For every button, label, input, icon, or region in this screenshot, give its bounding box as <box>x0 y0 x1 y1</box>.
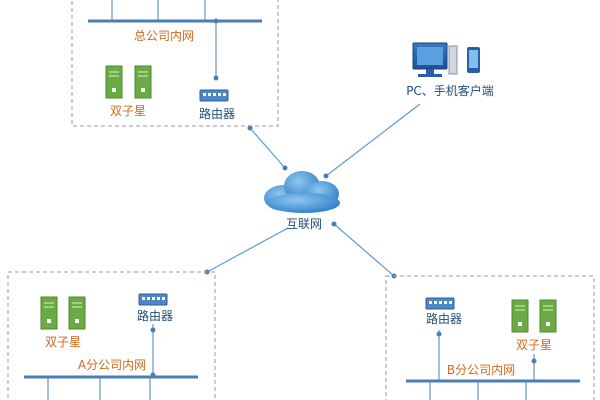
hq-dashed-border <box>71 0 279 127</box>
branch-b-router-label: 路由器 <box>426 311 462 326</box>
branch-b-servers <box>511 299 557 333</box>
smartphone-icon <box>467 47 480 73</box>
connection-dot <box>213 75 219 81</box>
desktop-pc-icon <box>412 42 458 77</box>
branch-b-lan-label: B分公司内网 <box>447 363 515 377</box>
connection-dot <box>247 125 253 131</box>
cloud-icon <box>264 171 340 213</box>
clients-group: PC、手机客户端 <box>406 42 494 98</box>
branch-a-router-label: 路由器 <box>137 308 173 323</box>
hq-network-group: 总公司内网 双子星 <box>71 0 279 127</box>
connection-dot <box>331 221 337 227</box>
router-icon <box>138 293 168 306</box>
link-internet-branch-a <box>206 227 289 273</box>
server-icon <box>134 65 152 99</box>
hq-lan-label: 总公司内网 <box>134 29 194 43</box>
branch-a-network-group: 双子星 路由器 A分公司内网 <box>7 271 216 400</box>
connection-dot <box>531 358 537 364</box>
connection-dot <box>323 173 329 179</box>
branch-b-network-group: 路由器 双子星 B分公司内网 <box>385 275 595 400</box>
branch-b-server-label: 双子星 <box>516 338 552 352</box>
router-icon <box>199 89 229 102</box>
branch-a-server-label: 双子星 <box>45 335 81 349</box>
link-hq-internet <box>249 127 286 169</box>
branch-b-dashed-border <box>385 275 595 400</box>
internet-label: 互联网 <box>286 217 322 231</box>
server-icon <box>68 296 86 330</box>
connection-dot <box>282 165 288 171</box>
connection-dot <box>150 327 156 333</box>
hq-servers <box>105 65 152 99</box>
hq-router-label: 路由器 <box>199 106 235 121</box>
router-icon <box>425 297 455 310</box>
server-icon <box>40 296 58 330</box>
connection-dot <box>436 331 442 337</box>
link-internet-branch-b <box>333 223 395 277</box>
link-internet-clients <box>325 103 421 177</box>
branch-a-dashed-border <box>7 271 216 400</box>
connection-dot <box>213 18 219 24</box>
server-icon <box>539 299 557 333</box>
server-icon <box>511 299 529 333</box>
hq-server-label: 双子星 <box>110 104 146 118</box>
clients-label: PC、手机客户端 <box>406 83 494 98</box>
branch-a-lan-label: A分公司内网 <box>78 358 146 372</box>
branch-a-servers <box>40 296 86 330</box>
server-icon <box>105 65 123 99</box>
